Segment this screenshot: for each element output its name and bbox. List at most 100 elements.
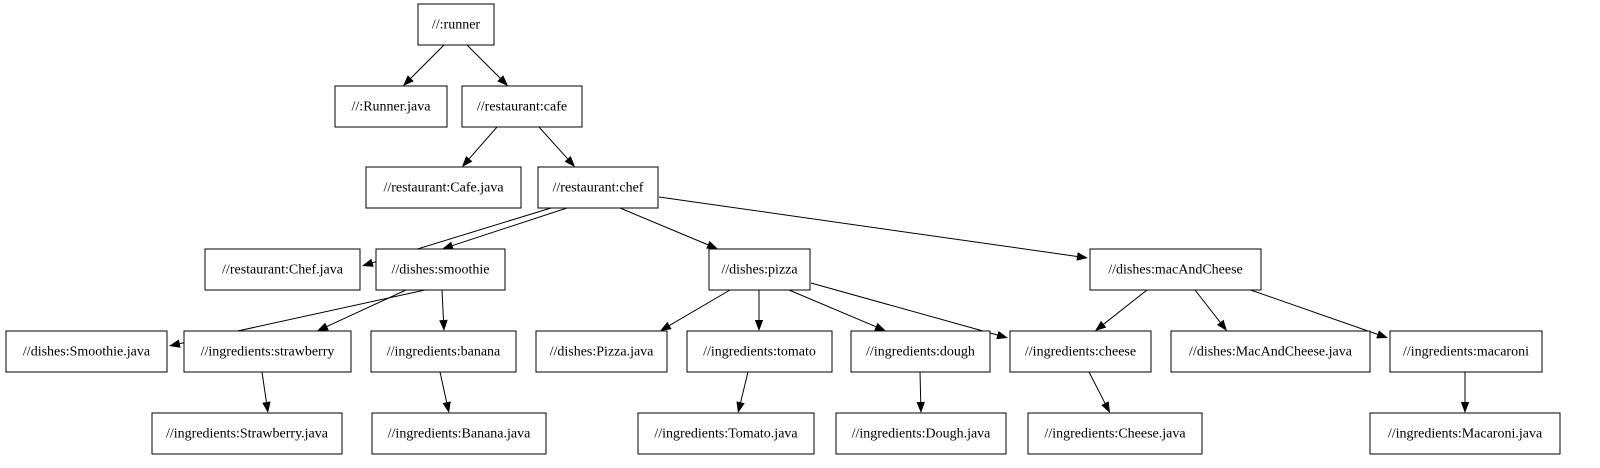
node-label: //ingredients:dough bbox=[866, 345, 975, 360]
graph-node-banana_java[interactable]: //ingredients:Banana.java bbox=[371, 412, 547, 455]
node-label: //dishes:smoothie bbox=[392, 263, 490, 278]
node-box[interactable] bbox=[151, 412, 343, 455]
edge-arrowhead bbox=[996, 330, 1008, 340]
node-box[interactable] bbox=[708, 248, 811, 291]
node-box[interactable] bbox=[375, 248, 506, 291]
node-box[interactable] bbox=[461, 85, 583, 128]
graph-node-chef_java[interactable]: //restaurant:Chef.java bbox=[204, 248, 361, 291]
edge-line bbox=[441, 289, 444, 321]
graph-node-dough_java[interactable]: //ingredients:Dough.java bbox=[835, 412, 1007, 455]
edge-arrowhead bbox=[497, 75, 508, 86]
graph-node-macandcheese[interactable]: //dishes:macAndCheese bbox=[1089, 248, 1262, 291]
node-box[interactable] bbox=[1369, 412, 1561, 455]
node-box[interactable] bbox=[5, 330, 168, 373]
node-box[interactable] bbox=[835, 412, 1007, 455]
edge-cafe-to-cafe_java bbox=[462, 126, 498, 167]
node-label: //restaurant:Chef.java bbox=[222, 263, 344, 278]
node-box[interactable] bbox=[365, 166, 522, 209]
node-label: //dishes:pizza bbox=[721, 263, 798, 278]
node-box[interactable] bbox=[686, 330, 833, 373]
edge-arrowhead bbox=[874, 322, 886, 331]
graph-node-tomato[interactable]: //ingredients:tomato bbox=[686, 330, 833, 373]
node-box[interactable] bbox=[370, 330, 517, 373]
graph-node-macaroni[interactable]: //ingredients:macaroni bbox=[1389, 330, 1543, 373]
edge-pizza-to-pizza_java bbox=[660, 289, 731, 331]
graph-node-chef[interactable]: //restaurant:chef bbox=[537, 166, 659, 209]
graph-node-pizza[interactable]: //dishes:pizza bbox=[708, 248, 811, 291]
edge-line bbox=[410, 44, 445, 79]
graph-node-cheese[interactable]: //ingredients:cheese bbox=[1009, 330, 1152, 373]
node-label: //ingredients:Banana.java bbox=[388, 427, 531, 442]
node-label: //ingredients:strawberry bbox=[201, 345, 335, 360]
node-label: //ingredients:Cheese.java bbox=[1044, 427, 1186, 442]
edge-arrowhead bbox=[1076, 252, 1088, 261]
node-label: //restaurant:chef bbox=[553, 181, 644, 196]
node-layer: //:runner //:Runner.java //restaurant:cafe… bbox=[5, 3, 1561, 455]
node-label: //dishes:Smoothie.java bbox=[23, 345, 151, 360]
graph-node-cafe_java[interactable]: //restaurant:Cafe.java bbox=[365, 166, 522, 209]
node-box[interactable] bbox=[1089, 248, 1262, 291]
edge-cafe-to-chef bbox=[538, 126, 575, 167]
node-box[interactable] bbox=[1009, 330, 1152, 373]
node-box[interactable] bbox=[1389, 330, 1543, 373]
graph-node-macandcheese_java[interactable]: //dishes:MacAndCheese.java bbox=[1170, 330, 1371, 373]
edge-arrowhead bbox=[262, 401, 271, 413]
node-box[interactable] bbox=[204, 248, 361, 291]
edge-runner-to-runner_java bbox=[403, 44, 445, 86]
edge-dough-to-dough_java bbox=[916, 371, 925, 413]
graph-node-cheese_java[interactable]: //ingredients:Cheese.java bbox=[1027, 412, 1203, 455]
graph-node-smoothie_java[interactable]: //dishes:Smoothie.java bbox=[5, 330, 168, 373]
edge-arrowhead bbox=[362, 258, 374, 267]
edge-arrowhead bbox=[317, 322, 329, 331]
edge-line bbox=[919, 371, 922, 403]
node-label: //ingredients:Dough.java bbox=[852, 427, 992, 442]
node-box[interactable] bbox=[417, 3, 495, 46]
node-label: //dishes:Pizza.java bbox=[550, 345, 655, 360]
edge-cheese-to-cheese_java bbox=[1088, 371, 1110, 413]
graph-node-cafe[interactable]: //restaurant:cafe bbox=[461, 85, 583, 128]
node-box[interactable] bbox=[183, 330, 352, 373]
node-label: //ingredients:cheese bbox=[1025, 345, 1136, 360]
node-label: //dishes:macAndCheese bbox=[1108, 263, 1243, 278]
edge-pizza-to-dough bbox=[788, 289, 886, 331]
edge-layer bbox=[169, 44, 1470, 413]
node-box[interactable] bbox=[535, 330, 668, 373]
edge-line bbox=[1088, 371, 1106, 404]
graph-node-banana[interactable]: //ingredients:banana bbox=[370, 330, 517, 373]
edge-line bbox=[452, 207, 568, 247]
graph-node-pizza_java[interactable]: //dishes:Pizza.java bbox=[535, 330, 668, 373]
edge-line bbox=[326, 289, 407, 327]
edge-arrowhead bbox=[442, 401, 451, 413]
edge-line bbox=[669, 289, 731, 326]
node-label: //ingredients:Tomato.java bbox=[654, 427, 798, 442]
node-label: //restaurant:cafe bbox=[477, 100, 567, 115]
graph-node-runner_java[interactable]: //:Runner.java bbox=[334, 85, 448, 128]
graph-node-runner[interactable]: //:runner bbox=[417, 3, 495, 46]
node-box[interactable] bbox=[1027, 412, 1203, 455]
node-box[interactable] bbox=[537, 166, 659, 209]
node-label: //ingredients:banana bbox=[387, 345, 501, 360]
graph-node-strawberry[interactable]: //ingredients:strawberry bbox=[183, 330, 352, 373]
node-label: //:runner bbox=[432, 18, 481, 33]
edge-arrowhead bbox=[1101, 401, 1110, 413]
node-box[interactable] bbox=[637, 412, 815, 455]
edge-line bbox=[466, 44, 501, 79]
node-label: //ingredients:macaroni bbox=[1403, 345, 1529, 360]
edge-arrowhead bbox=[916, 401, 925, 413]
node-box[interactable] bbox=[850, 330, 991, 373]
node-box[interactable] bbox=[1170, 330, 1371, 373]
edge-smoothie-to-strawberry bbox=[317, 289, 407, 331]
graph-node-tomato_java[interactable]: //ingredients:Tomato.java bbox=[637, 412, 815, 455]
edge-line bbox=[740, 371, 749, 403]
edge-chef-to-macandcheese bbox=[658, 196, 1088, 261]
edge-line bbox=[468, 126, 498, 160]
node-box[interactable] bbox=[371, 412, 547, 455]
graph-node-macaroni_java[interactable]: //ingredients:Macaroni.java bbox=[1369, 412, 1561, 455]
edge-line bbox=[619, 207, 709, 246]
graph-node-smoothie[interactable]: //dishes:smoothie bbox=[375, 248, 506, 291]
node-box[interactable] bbox=[334, 85, 448, 128]
graph-node-strawberry_java[interactable]: //ingredients:Strawberry.java bbox=[151, 412, 343, 455]
graph-node-dough[interactable]: //ingredients:dough bbox=[850, 330, 991, 373]
